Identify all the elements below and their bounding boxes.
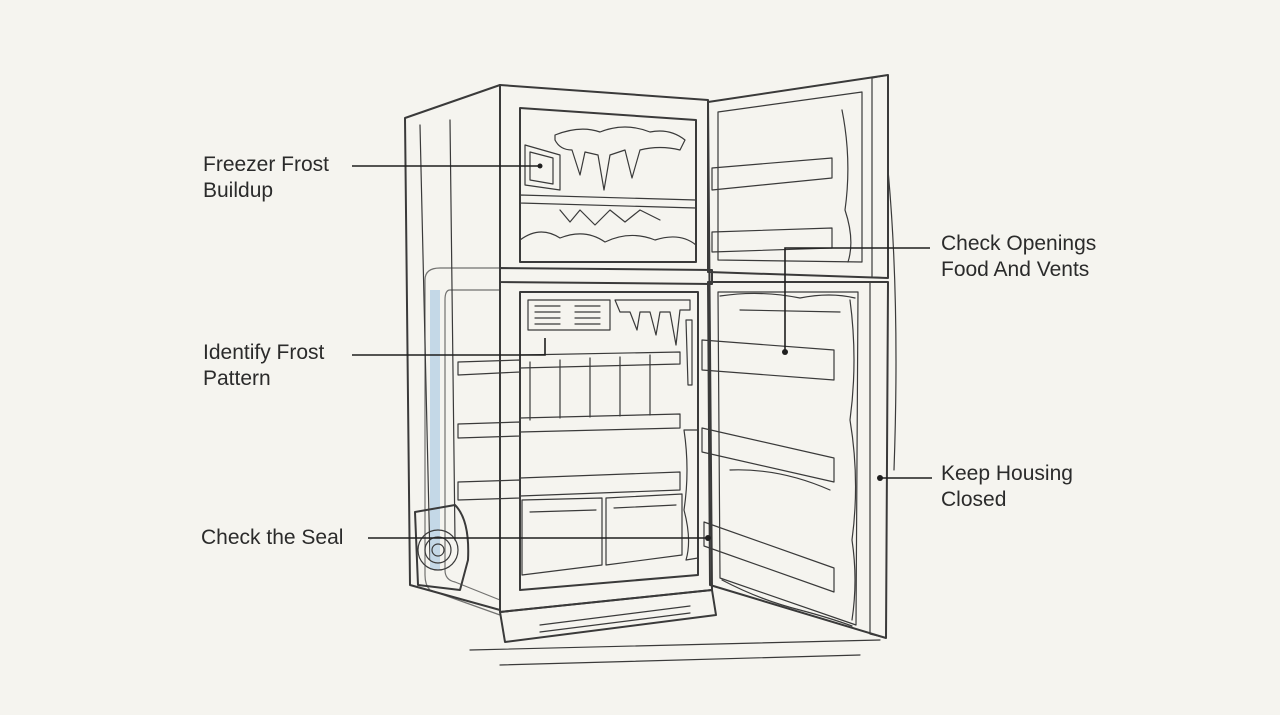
callout-housing-line2: Closed [941, 488, 1007, 511]
callout-housing-line1: Keep Housing [941, 462, 1073, 485]
callout-freezer-frost-line2: Buildup [203, 179, 274, 202]
callout-openings-line2: Food And Vents [941, 258, 1090, 281]
callout-frost-pattern-line1: Identify Frost [203, 341, 325, 364]
leader-openings [784, 247, 930, 352]
fridge-shelves [457, 351, 681, 501]
rear-vents [527, 299, 611, 331]
door-gasket [424, 267, 501, 616]
fridge-compartment [457, 291, 699, 591]
cabinet-side [404, 84, 501, 611]
callout-openings: Check Openings Food And Vents [941, 231, 1096, 283]
callout-frost-pattern-line2: Pattern [203, 367, 271, 390]
callout-openings-line1: Check Openings [941, 232, 1097, 255]
callout-seal-line1: Check the Seal [201, 526, 344, 549]
crisper-drawers [521, 493, 683, 576]
compartment-divider [499, 267, 713, 285]
fridge-door [701, 281, 889, 639]
callout-freezer-frost: Freezer Frost Buildup [203, 152, 329, 204]
callout-freezer-frost-line1: Freezer Frost [203, 153, 330, 176]
leader-lines [352, 163, 932, 541]
callout-housing: Keep Housing Closed [941, 461, 1073, 513]
freezer-door [707, 74, 889, 279]
freezer-compartment [519, 107, 697, 263]
leader-frost-pattern [352, 338, 546, 356]
callout-frost-pattern: Identify Frost Pattern [203, 340, 324, 392]
callout-seal: Check the Seal [201, 525, 343, 551]
door-handle [887, 169, 897, 471]
compressor-fan [414, 504, 470, 591]
floor-lines [469, 639, 881, 666]
